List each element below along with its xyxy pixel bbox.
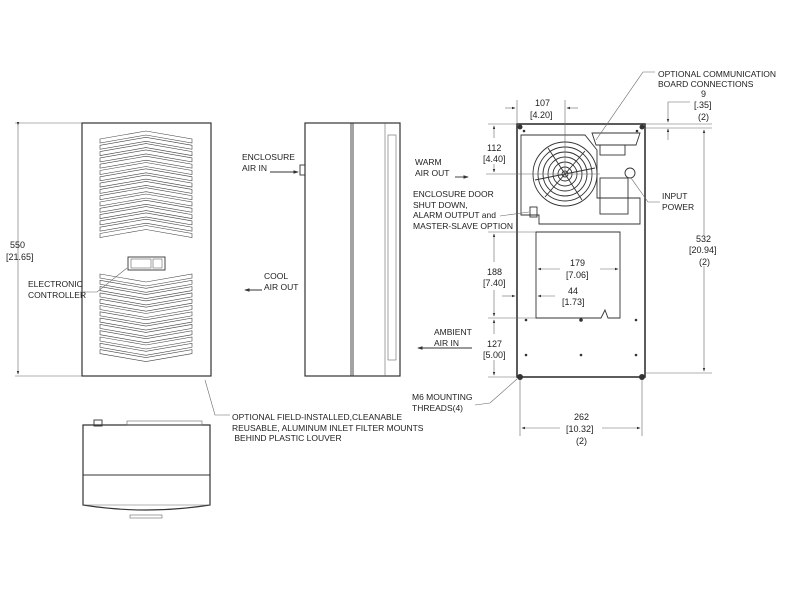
door-note: ENCLOSURE DOOR xyxy=(413,189,494,199)
door-note: ALARM OUTPUT and xyxy=(413,210,496,220)
bottom-view xyxy=(82,419,211,519)
door-note: MASTER-SLAVE OPTION xyxy=(413,221,513,231)
dim-127-mm: 127 xyxy=(487,339,502,349)
height-mm: 550 xyxy=(10,240,25,250)
dim-9-in: [.35] xyxy=(694,100,712,110)
comm-board-label: OPTIONAL COMMUNICATION xyxy=(658,69,776,79)
warm-air-out-label: WARM xyxy=(415,157,442,167)
controller-label: ELECTRONIC xyxy=(28,279,83,289)
front-panel xyxy=(81,122,212,377)
filter-note: BEHIND PLASTIC LOUVER xyxy=(232,433,342,443)
mounting-thread xyxy=(639,374,645,380)
cool-air-out-label: COOL xyxy=(264,271,288,281)
back-view: 107 [4.20] 112 [4.40] WARM AIR OUT ENCLO… xyxy=(412,69,776,446)
lower-louver xyxy=(99,273,193,362)
controller-label: CONTROLLER xyxy=(28,290,86,300)
dim-9-qty: (2) xyxy=(698,112,709,122)
ambient-air-in-label: AIR IN xyxy=(434,338,459,348)
dim-107-in: [4.20] xyxy=(530,110,553,120)
dim-532-mm: 532 xyxy=(696,234,711,244)
filter-note: OPTIONAL FIELD-INSTALLED,CLEANABLE xyxy=(232,412,402,422)
dim-179-in: [7.06] xyxy=(566,270,589,280)
height-in: [21.65] xyxy=(6,252,34,262)
dim-188-mm: 188 xyxy=(487,267,502,277)
comm-board xyxy=(591,132,641,146)
dim-262-qty: (2) xyxy=(576,436,587,446)
dim-44-mm: 44 xyxy=(568,286,578,296)
warm-air-out-label: AIR OUT xyxy=(415,168,449,178)
ambient-air-in-label: AMBIENT xyxy=(434,327,472,337)
comm-board-label: BOARD CONNECTIONS xyxy=(658,79,754,89)
dim-9-mm: 9 xyxy=(701,89,706,99)
dim-179-mm: 179 xyxy=(570,258,585,268)
dim-262-mm: 262 xyxy=(574,412,589,422)
dim-532-qty: (2) xyxy=(699,257,710,267)
input-power-label: POWER xyxy=(662,202,694,212)
dim-107-mm: 107 xyxy=(535,98,550,108)
side-view: ENCLOSURE AIR IN COOL AIR OUT xyxy=(242,122,401,377)
dim-262-in: [10.32] xyxy=(566,424,594,434)
mounting-thread xyxy=(517,374,523,380)
dim-44-in: [1.73] xyxy=(562,297,585,307)
mounting-label: THREADS(4) xyxy=(412,403,463,413)
access-panel xyxy=(535,231,621,319)
input-power-label: INPUT xyxy=(662,191,688,201)
power-module xyxy=(599,177,629,215)
electronic-controller xyxy=(127,256,166,271)
dim-112-in: [4.40] xyxy=(483,154,506,164)
dim-127-in: [5.00] xyxy=(483,350,506,360)
dim-188-in: [7.40] xyxy=(483,278,506,288)
enclosure-air-in-label: ENCLOSURE xyxy=(242,152,295,162)
upper-louver xyxy=(99,130,193,238)
dim-112-mm: 112 xyxy=(487,143,501,153)
cool-air-out-label: AIR OUT xyxy=(264,282,298,292)
mounting-label: M6 MOUNTING xyxy=(412,392,472,402)
input-power-connector xyxy=(624,167,636,179)
front-view: 550 [21.65] ELECTRONIC CONTROLLER xyxy=(6,122,212,377)
enclosure-air-in-label: AIR IN xyxy=(242,163,267,173)
filter-note: REUSABLE, ALUMINUM INLET FILTER MOUNTS xyxy=(232,423,424,433)
door-note: SHUT DOWN, xyxy=(413,200,468,210)
dim-532-in: [20.94] xyxy=(689,245,717,255)
